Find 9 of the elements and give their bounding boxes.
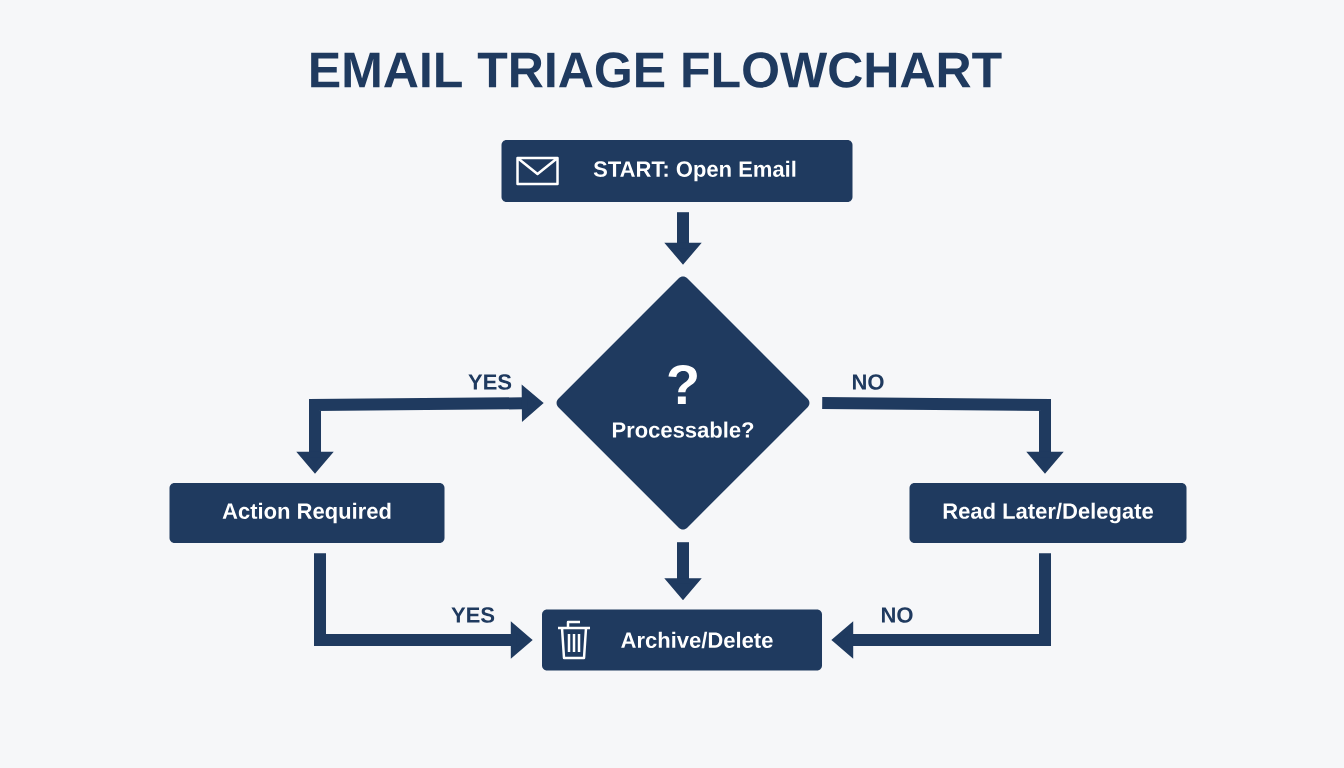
process-box: Action Required	[169, 483, 445, 543]
process-box: START: Open Email	[501, 140, 853, 202]
edge-label: YES	[449, 605, 497, 625]
edge-label: NO	[878, 605, 916, 625]
edge-label: NO	[849, 372, 887, 392]
process-box: Read Later/Delegate	[909, 483, 1187, 543]
title: EMAIL TRIAGE FLOWCHART	[311, 52, 1002, 88]
process-box: Archive/Delete	[542, 609, 822, 671]
edge-label: YES	[466, 372, 514, 392]
